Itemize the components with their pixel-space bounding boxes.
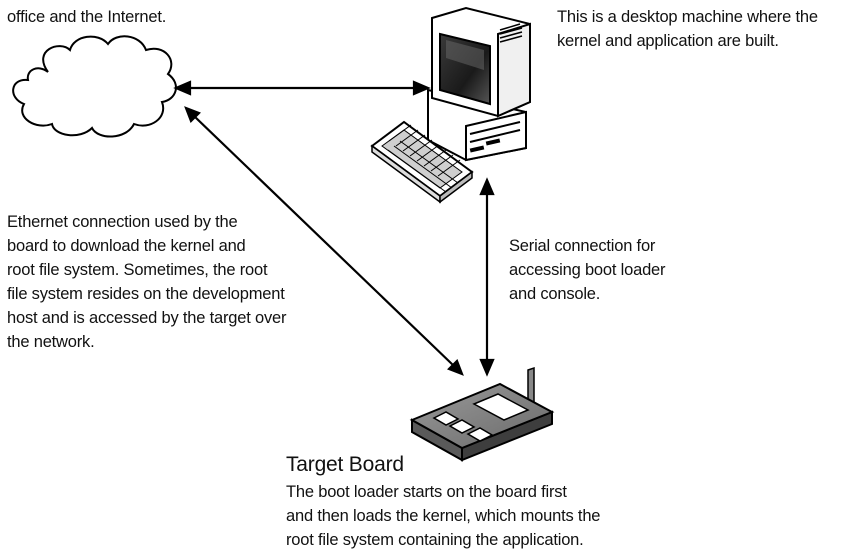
cloud-icon [12,35,177,138]
ethernet-arrow [184,106,464,376]
keyboard-icon [370,120,474,204]
target-board-icon [409,366,555,462]
internet-caption: office and the Internet. [7,8,167,26]
serial-caption: Serial connection for accessing boot loa… [509,237,666,303]
target-board-description: The boot loader starts on the board firs… [286,483,601,549]
host-caption: This is a desktop machine where the kern… [557,8,818,50]
ethernet-caption: Ethernet connection used by the board to… [7,213,287,351]
internet-host-arrow [173,80,431,96]
target-board-title: Target Board [286,453,404,476]
serial-arrow [479,177,495,377]
desktop-computer-icon [427,6,531,162]
